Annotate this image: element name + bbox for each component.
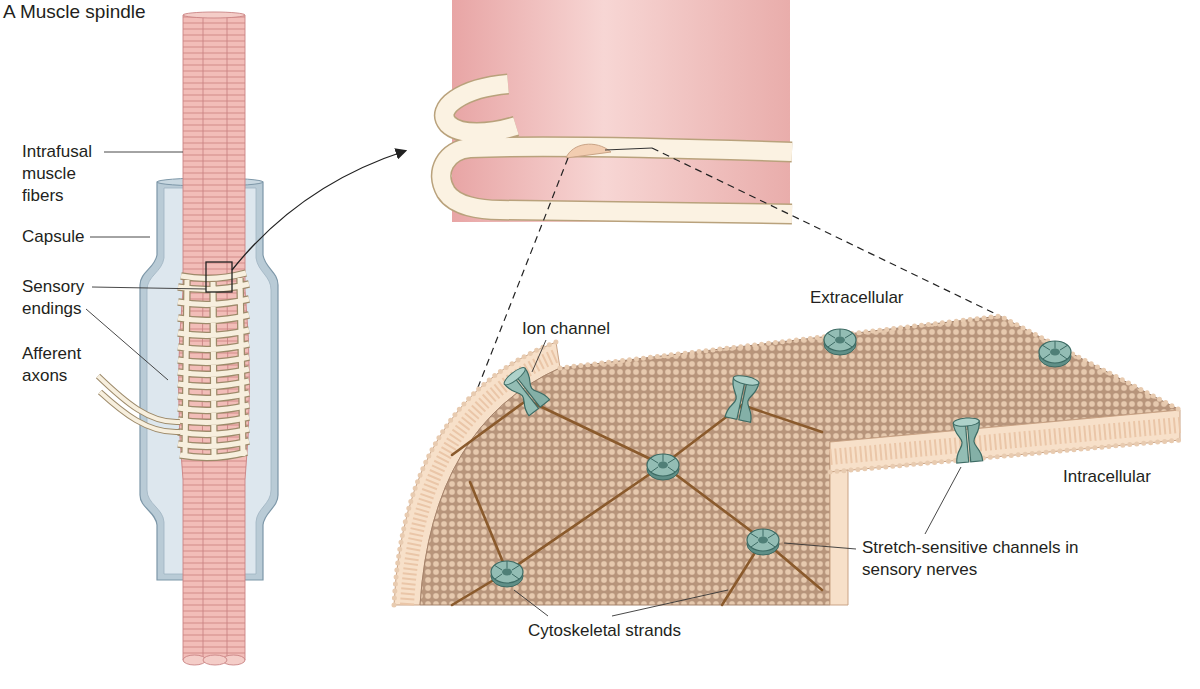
sensory-ending <box>178 273 249 460</box>
part-label: Sensory endings <box>22 276 134 320</box>
sensory-ending-outline <box>178 273 249 460</box>
part-label: Capsule <box>22 226 112 248</box>
sensory-ending-outline <box>441 84 792 214</box>
channel-top-view <box>491 561 523 587</box>
channel-top-view <box>824 329 856 355</box>
membrane-surface <box>420 316 1180 605</box>
zoom-arrow <box>232 151 405 270</box>
patch-edge <box>605 148 652 150</box>
figure-title: A Muscle spindle <box>3 0 146 24</box>
fiber-end <box>203 655 227 665</box>
channel-top-view <box>747 529 779 555</box>
leader-line <box>86 152 206 380</box>
lipid-tails <box>830 425 1180 457</box>
sensory-ending <box>441 84 792 214</box>
part-label: Extracellular <box>810 287 950 309</box>
channel-top-view <box>647 454 679 480</box>
afferent-axon-outline <box>98 376 180 432</box>
part-label: Cytoskeletal strands <box>528 620 728 642</box>
bilayer-section <box>830 410 1180 472</box>
part-label: Ion channel <box>522 318 642 340</box>
ion-channel <box>725 374 760 422</box>
part-label: Stretch-sensitive channels in sensory ne… <box>862 537 1102 581</box>
part-label: Intracellular <box>1063 466 1193 488</box>
channel-top-view <box>1039 341 1071 367</box>
bilayer-section <box>830 470 848 605</box>
cytoskeletal-strand <box>452 400 822 605</box>
ion-channel <box>502 365 550 416</box>
lipid-heads <box>394 316 1180 605</box>
magnified-fiber <box>452 0 790 222</box>
zoom-box <box>206 262 232 292</box>
membrane-patch <box>566 144 611 158</box>
part-label: Intrafusal muscle fibers <box>22 141 122 207</box>
fiber-end <box>183 12 245 18</box>
stretch-channel <box>953 417 983 463</box>
part-label: Afferent axons <box>22 343 112 387</box>
afferent-axon <box>98 376 180 432</box>
